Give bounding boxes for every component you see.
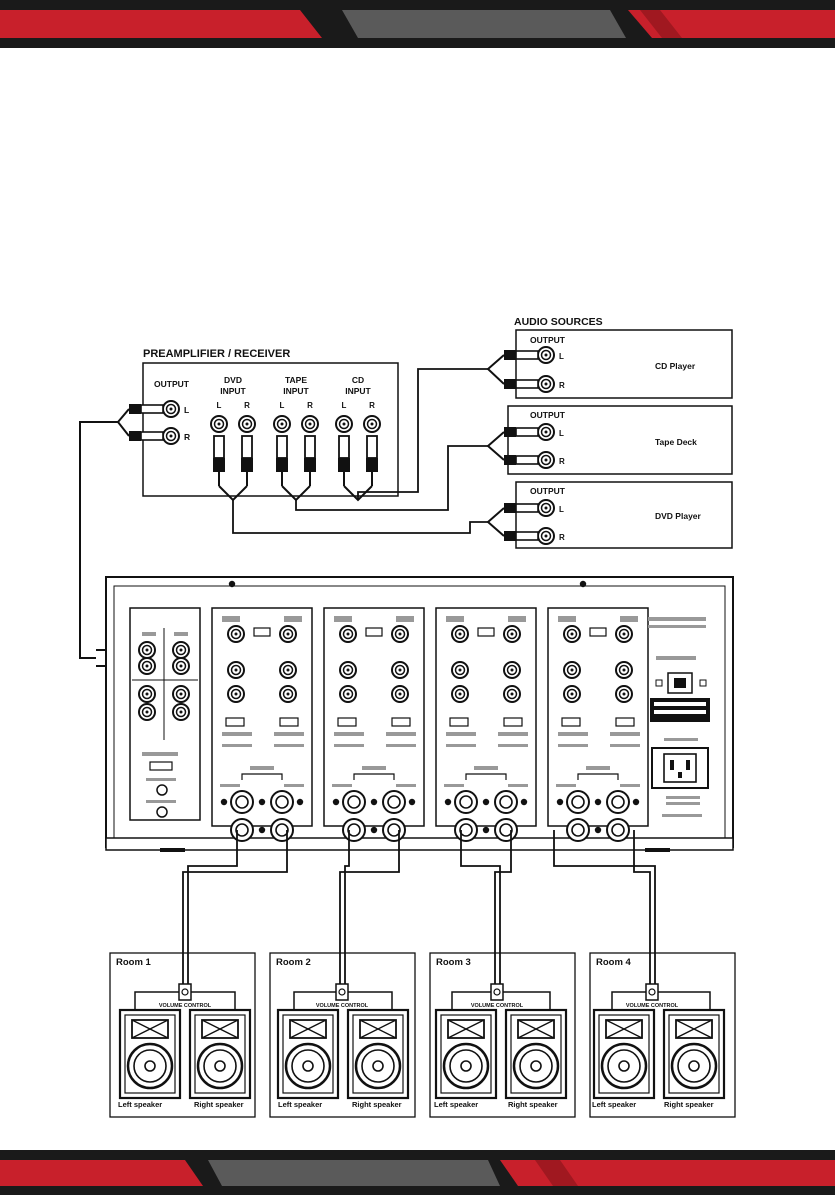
multi-zone-amplifier — [105, 576, 734, 852]
room-1: Room 1 VOLUME CONTROL Left speaker Right… — [109, 952, 256, 1118]
room-3: Room 3 VOLUME CONTROL Left speaker Right… — [429, 952, 576, 1118]
room-2-volume-label: VOLUME CONTROL — [316, 1003, 369, 1009]
room-1-label: Room 1 — [116, 957, 152, 968]
preamp-output-r-jack — [162, 427, 180, 445]
room-1-left-speaker — [118, 1008, 182, 1100]
top-header-band — [0, 0, 835, 48]
room-4-left-label: Left speaker — [592, 1100, 636, 1109]
tape-r-label: R — [307, 401, 313, 410]
dvd-player-label: DVD Player — [655, 511, 702, 521]
cd-l-label: L — [342, 401, 347, 410]
tape-l: L — [559, 429, 564, 438]
audio-sources-title: AUDIO SOURCES — [514, 316, 603, 328]
dvd-input-label-2: INPUT — [220, 386, 246, 396]
room-2-label: Room 2 — [276, 957, 311, 968]
dvd-r: R — [559, 533, 565, 542]
room-4: Room 4 VOLUME CONTROL Left speaker Right… — [589, 952, 736, 1118]
cd-input-label-2: INPUT — [345, 386, 371, 396]
tape-output-label: OUTPUT — [530, 410, 566, 420]
room-3-right-label: Right speaker — [508, 1100, 558, 1109]
room-1-volume-label: VOLUME CONTROL — [159, 1003, 212, 1009]
tape-l-label: L — [280, 401, 285, 410]
dvd-r-label: R — [244, 401, 250, 410]
room-1-right-label: Right speaker — [194, 1100, 244, 1109]
bottom-footer-band — [0, 1150, 835, 1195]
preamp-receiver: PREAMPLIFIER / RECEIVER OUTPUT L R DVD I… — [128, 348, 399, 497]
room-3-left-label: Left speaker — [434, 1100, 478, 1109]
tape-deck-label: Tape Deck — [655, 437, 697, 447]
audio-sources: AUDIO SOURCES OUTPUT L R CD Player OUTPU… — [503, 316, 733, 549]
preamp-output-r-label: R — [184, 432, 190, 442]
cd-output-label: OUTPUT — [530, 335, 566, 345]
cd-r: R — [559, 381, 565, 390]
dvd-output-label: OUTPUT — [530, 486, 566, 496]
room-2-left-label: Left speaker — [278, 1100, 322, 1109]
room-1-left-label: Left speaker — [118, 1100, 162, 1109]
cd-input-label-1: CD — [352, 375, 364, 385]
dvd-l-label: L — [217, 401, 222, 410]
tape-input-label-2: INPUT — [283, 386, 309, 396]
room-1-right-speaker — [188, 1008, 252, 1100]
preamp-title: PREAMPLIFIER / RECEIVER — [143, 348, 290, 360]
dvd-input-label-1: DVD — [224, 375, 242, 385]
cd-r-label: R — [369, 401, 375, 410]
room-4-label: Room 4 — [596, 957, 632, 968]
preamp-output-l-jack — [162, 400, 180, 418]
room-2-right-label: Right speaker — [352, 1100, 402, 1109]
preamp-output-l-label: L — [184, 405, 189, 415]
room-3-label: Room 3 — [436, 957, 471, 968]
preamp-output-label: OUTPUT — [154, 379, 190, 389]
cd-l: L — [559, 352, 564, 361]
tape-r: R — [559, 457, 565, 466]
cd-player-label: CD Player — [655, 361, 696, 371]
room-3-volume-label: VOLUME CONTROL — [471, 1003, 524, 1009]
dvd-l: L — [559, 505, 564, 514]
room-4-right-label: Right speaker — [664, 1100, 714, 1109]
room-2: Room 2 VOLUME CONTROL Left speaker Right… — [269, 952, 416, 1118]
tape-input-label-1: TAPE — [285, 375, 307, 385]
room-4-volume-label: VOLUME CONTROL — [626, 1003, 679, 1009]
